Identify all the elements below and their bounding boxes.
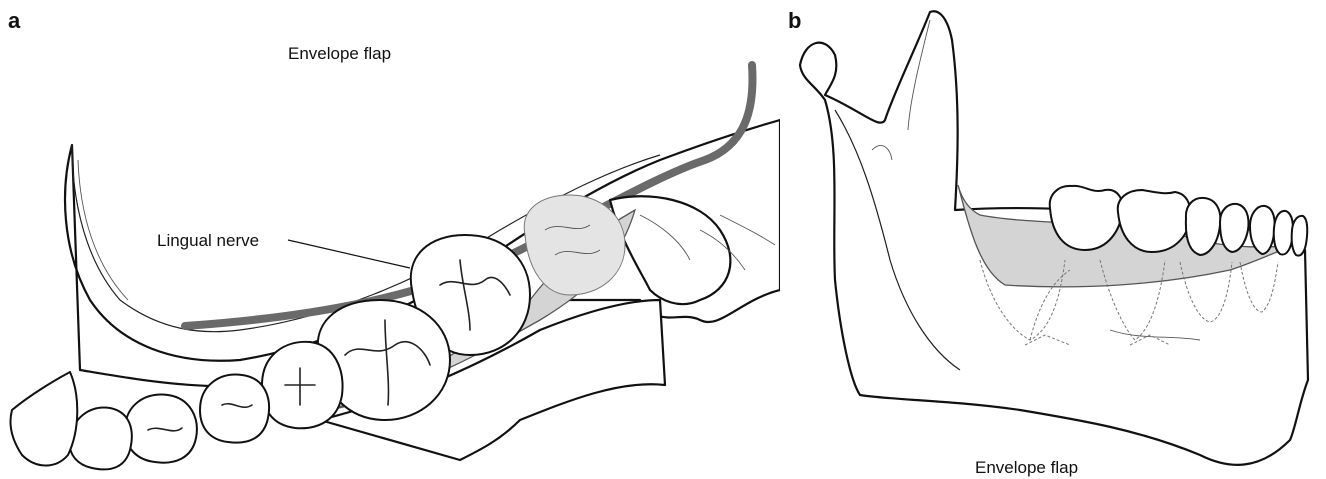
lingual-nerve-label: Lingual nerve	[157, 231, 259, 251]
canine-lateral	[1250, 206, 1275, 254]
first-premolar	[200, 375, 269, 443]
panel-b-caption: Envelope flap	[975, 458, 1078, 478]
panel-a-label: a	[8, 10, 20, 32]
mandible-lateral-illustration	[780, 0, 1326, 479]
incisor-lateral	[1274, 211, 1293, 255]
mucosa-detail	[78, 160, 128, 300]
incisor-central	[1292, 216, 1308, 256]
lingual-nerve-leader	[288, 240, 410, 268]
lateral-incisor	[70, 408, 132, 470]
central-incisor	[10, 372, 77, 466]
panel-a: a Envelope flap Lingual nerve	[0, 0, 780, 479]
panel-b-label: b	[788, 10, 801, 32]
panel-a-title: Envelope flap	[288, 44, 391, 64]
mandible-occlusal-illustration	[0, 0, 780, 479]
panel-b: b Envelope flap	[780, 0, 1326, 479]
